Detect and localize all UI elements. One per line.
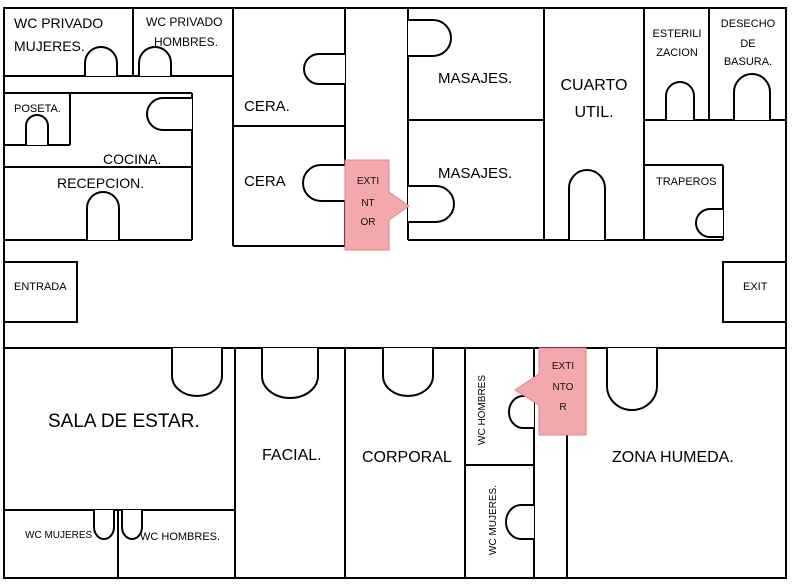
room-label-exit: EXIT — [743, 281, 768, 293]
door-arc — [84, 46, 118, 76]
room-label-sala-de-estar: SALA DE ESTAR. — [48, 411, 200, 432]
room-label-poseta: POSETA. — [14, 103, 61, 115]
extinguisher-label-line: NT — [361, 198, 374, 209]
room-label-zona-humeda: ZONA HUMEDA. — [612, 449, 734, 466]
door-arc — [121, 510, 143, 540]
room-label-cera: CERA. — [244, 98, 290, 115]
door-arc — [505, 504, 534, 540]
room-label-facial: FACIAL. — [262, 447, 322, 464]
extinguisher-callout: EXTI NT OR — [344, 159, 410, 251]
extinguisher-label-line: OR — [361, 217, 376, 228]
room-label-cuarto-util: CUARTO — [561, 77, 628, 94]
room-label-wc-privado-hombres: WC PRIVADO — [146, 15, 222, 29]
door-arc — [733, 73, 771, 120]
room-label-traperos: TRAPEROS — [656, 176, 717, 188]
door-arc — [665, 81, 695, 120]
door-arc — [146, 97, 192, 131]
door-arc — [138, 46, 172, 76]
door-arc — [171, 348, 223, 397]
door-arc — [695, 208, 723, 238]
room-label-recepcion: RECEPCION. — [57, 175, 144, 191]
extinguisher-label-line: R — [559, 402, 566, 413]
door-arc — [568, 169, 606, 240]
room-label-corporal: CORPORAL — [362, 449, 452, 466]
room-label-desecho-basura: BASURA. — [724, 56, 772, 68]
room-label-wc-mujeres-vertical: WC MUJERES. — [488, 485, 499, 555]
room-label-desecho-basura: DE — [740, 38, 755, 50]
door-arc — [25, 114, 49, 145]
door-arc — [93, 510, 115, 540]
room-label-wc-privado-hombres: HOMBRES. — [154, 35, 218, 49]
extinguisher-callout: EXTI NTO R — [514, 347, 587, 436]
doors — [25, 19, 771, 540]
door-arc — [382, 348, 434, 397]
room-label-esterilizacion: ESTERILI — [653, 28, 702, 40]
room-label-cocina: COCINA. — [103, 151, 161, 167]
door-arc — [408, 185, 455, 223]
door-arc — [86, 191, 120, 240]
room-labels: WC PRIVADO MUJERES. WC PRIVADO HOMBRES. … — [14, 15, 776, 555]
door-arc — [261, 348, 319, 399]
door-arc — [606, 348, 658, 411]
door-arc — [508, 395, 534, 429]
room-label-wc-privado-mujeres: MUJERES. — [14, 38, 85, 54]
room-label-esterilizacion: ZACION — [656, 47, 698, 59]
room-label-cera: CERA — [244, 173, 286, 190]
room-label-entrada: ENTRADA — [14, 281, 67, 293]
room-label-wc-privado-mujeres: WC PRIVADO — [14, 15, 103, 31]
door-arc — [302, 164, 345, 202]
extinguisher-label-line: EXTI — [357, 176, 379, 187]
room-label-masajes: MASAJES. — [438, 70, 512, 87]
extinguisher-label-line: NTO — [553, 382, 574, 393]
room-label-wc-hombres-vertical: WC HOMBRES — [477, 375, 488, 445]
door-arc — [303, 53, 345, 85]
extinguisher-label-line: EXTI — [552, 361, 574, 372]
room-label-wc-hombres: WC HOMBRES. — [140, 531, 220, 543]
room-label-cuarto-util: UTIL. — [574, 104, 613, 121]
room-label-masajes: MASAJES. — [438, 165, 512, 182]
room-label-wc-mujeres: WC MUJERES — [25, 530, 93, 541]
room-label-desecho-basura: DESECHO — [721, 18, 776, 30]
door-arc — [408, 19, 452, 57]
